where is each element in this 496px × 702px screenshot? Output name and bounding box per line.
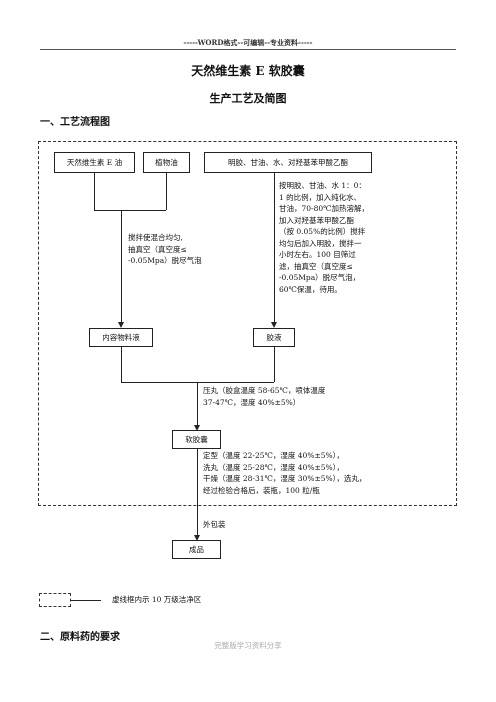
legend-text: 虚线框内示 10 万级洁净区	[112, 595, 202, 604]
connector	[197, 382, 198, 426]
legend-dashed-box	[39, 593, 71, 607]
section-heading-raw-materials: 二、原料药的要求	[40, 632, 120, 643]
box-soft-capsule: 软胶囊	[172, 430, 221, 449]
legend-line	[71, 600, 101, 601]
arrow-down-icon	[194, 425, 200, 431]
note-gel-preparation: 按明胶、甘油、水 1：0： 1 的比例，加入纯化水、 甘油，70-80℃加热溶解…	[279, 181, 370, 294]
arrow-down-icon	[194, 535, 200, 541]
doc-title: 天然维生素 E 软胶囊	[191, 64, 305, 78]
connector	[121, 347, 122, 382]
connector	[274, 173, 275, 323]
box-gelatin-mixture: 明胶、甘油、水、对羟基苯甲酸乙酯	[204, 152, 372, 173]
footer-watermark: 完整版学习资料分享	[214, 641, 282, 650]
box-vegetable-oil: 植物油	[143, 152, 190, 173]
doc-subtitle: 生产工艺及简图	[209, 92, 287, 105]
clean-zone-frame	[38, 141, 457, 506]
connector	[166, 173, 167, 210]
connector	[94, 210, 166, 211]
box-content-liquid: 内容物料液	[89, 328, 153, 347]
note-pressing: 压丸（胶盒温度 58-65℃，喷体温度 37-47℃，湿度 40%±5%）	[203, 386, 326, 407]
box-gel-liquid: 胶液	[253, 328, 295, 347]
connector	[94, 173, 95, 210]
note-post-processing: 定型（温度 22-25℃，湿度 40%±5%）， 洗丸（温度 25-28℃，湿度…	[203, 451, 367, 495]
page-header: -----WORD格式--可编辑--专业资料-----	[183, 38, 313, 47]
connector	[121, 210, 122, 323]
section-heading-process: 一、工艺流程图	[40, 117, 110, 128]
arrow-down-icon	[118, 322, 124, 328]
note-mixing: 搅拌使混合均匀, 抽真空（真空度≤ -0.05Mpa）脱尽气泡	[128, 233, 202, 265]
connector	[274, 347, 275, 382]
note-outer-packaging: 外包装	[203, 520, 226, 529]
box-finished-product: 成品	[172, 540, 221, 559]
box-vitamin-e-oil: 天然维生素 E 油	[54, 152, 135, 173]
header-divider	[40, 49, 456, 50]
connector	[197, 449, 198, 536]
arrow-down-icon	[271, 322, 277, 328]
